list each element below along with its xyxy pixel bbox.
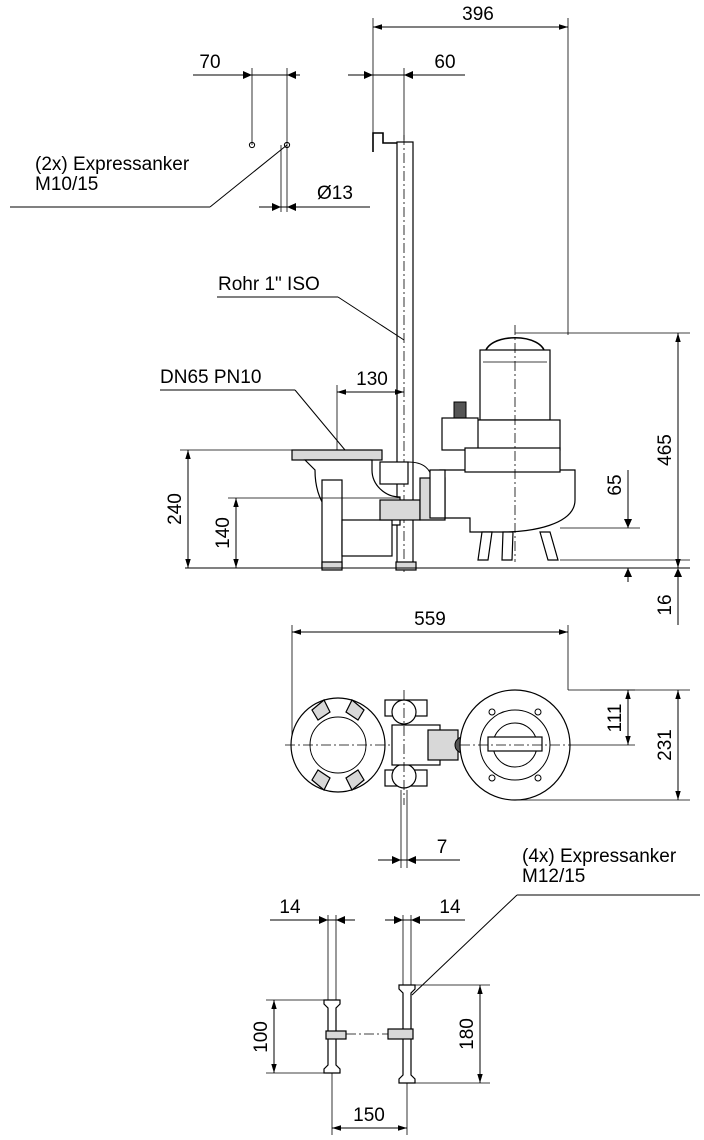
dim-outlet-height-label: 140 [213, 517, 234, 549]
dim-right-height: 180 [415, 984, 490, 1084]
dim-height-total-label: 465 [655, 434, 676, 466]
dim-flange-offset: 130 [336, 369, 404, 450]
flange-callout: DN65 PN10 [160, 367, 346, 451]
dim-hole-diameter: Ø13 [259, 145, 370, 212]
dim-depth: 231 [515, 689, 690, 801]
coupling-top [384, 690, 472, 805]
anchor-hole-left [248, 141, 256, 149]
dim-left-width: 14 [270, 897, 355, 1000]
dim-right-width-label: 14 [439, 897, 461, 918]
flange-label: DN65 PN10 [160, 367, 261, 388]
dim-pipe-offset: 60 [348, 52, 465, 140]
dim-half-depth: 111 [568, 689, 635, 746]
pipe-callout: Rohr 1" ISO [217, 274, 405, 341]
dim-pipe-offset-label: 60 [434, 52, 455, 73]
base-bracket-right [387, 984, 416, 1084]
dim-left-height-label: 100 [251, 1021, 272, 1053]
dim-left-height: 100 [251, 999, 324, 1074]
base-bracket-left [323, 999, 347, 1074]
discharge-bend [291, 449, 433, 571]
dim-flange-height-label: 240 [165, 493, 186, 525]
pump-top [459, 689, 571, 801]
dim-spacing-label: 150 [353, 1105, 385, 1126]
guide-pipe [372, 132, 414, 572]
side-view: 396 70 Ø13 (2x) Expressanker M10/15 [10, 4, 690, 625]
pump-body [419, 325, 576, 562]
dim-height-total: 465 [515, 332, 690, 568]
dim-right-width: 14 [385, 897, 465, 1000]
pipe-label: Rohr 1" ISO [218, 274, 320, 295]
anchor-label-line1: (2x) Expressanker [35, 154, 190, 175]
dim-foot-clearance-label: 16 [655, 594, 676, 615]
dim-inlet-height: 65 [560, 470, 640, 582]
dim-half-depth-label: 111 [605, 704, 626, 733]
base-anchor-callout: (4x) Expressanker M12/15 [411, 846, 700, 996]
dim-outlet-height: 140 [213, 497, 400, 568]
base-view: 14 14 (4x) Expressanker M12/15 [251, 846, 700, 1135]
dim-flange-height: 240 [165, 449, 292, 568]
base-anchor-label-line2: M12/15 [522, 866, 585, 887]
dim-length-label: 559 [414, 609, 446, 630]
dim-hole-diameter-label: Ø13 [317, 183, 353, 204]
dim-anchor-spacing: 70 [193, 52, 300, 212]
dim-overall-width-label: 396 [462, 4, 494, 25]
dim-inlet-height-label: 65 [605, 474, 626, 495]
dim-flange-offset-label: 130 [356, 369, 388, 390]
dim-anchor-spacing-label: 70 [199, 52, 220, 73]
dim-spacing: 150 [331, 1073, 408, 1135]
anchor-callout: (2x) Expressanker M10/15 [10, 144, 288, 208]
dim-left-width-label: 14 [279, 897, 301, 918]
anchor-label-line2: M10/15 [35, 174, 98, 195]
flange-top [285, 697, 395, 793]
dim-depth-label: 231 [655, 729, 676, 761]
dim-pipe-gap-label: 7 [437, 837, 448, 858]
dim-pipe-gap: 7 [378, 790, 460, 868]
dim-foot-clearance: 16 [560, 559, 690, 625]
top-view: 559 [285, 609, 690, 868]
anchor-hole-right [283, 141, 291, 149]
base-anchor-label-line1: (4x) Expressanker [522, 846, 677, 867]
dim-length: 559 [291, 609, 569, 745]
dim-overall-width: 396 [372, 4, 569, 335]
dim-right-height-label: 180 [457, 1018, 478, 1050]
